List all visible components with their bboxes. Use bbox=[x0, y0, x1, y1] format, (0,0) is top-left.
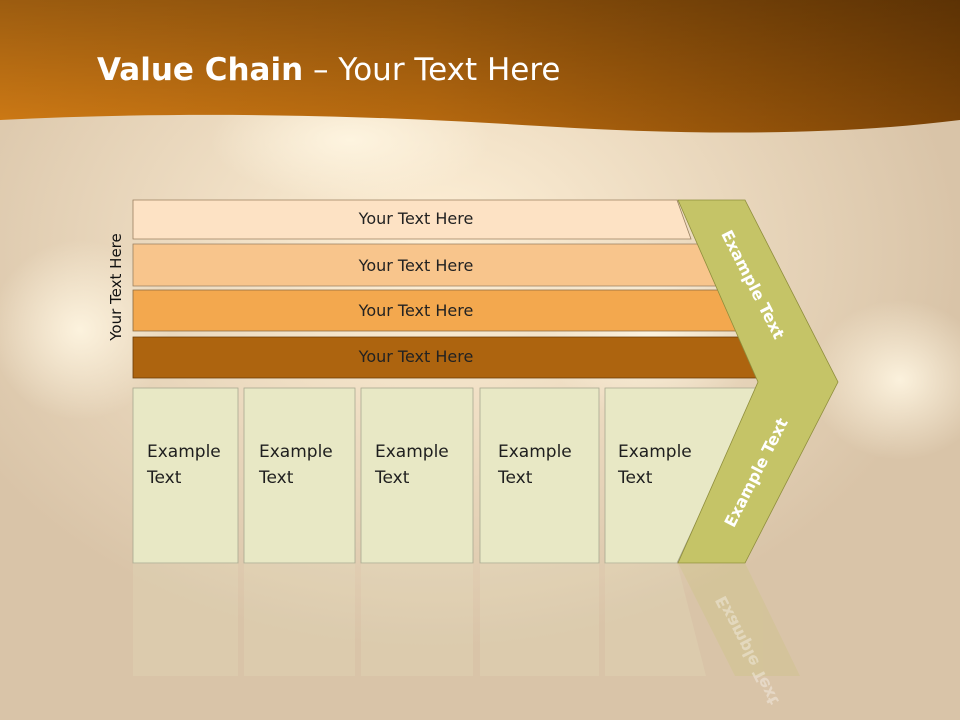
column-4-line-1: Example bbox=[498, 442, 572, 462]
column-5-line-1: Example bbox=[618, 442, 692, 462]
column-box-3 bbox=[360, 387, 474, 564]
column-2-line-1: Example bbox=[259, 442, 333, 462]
bokeh-light bbox=[0, 240, 170, 420]
title-rest: – Your Text Here bbox=[303, 52, 561, 88]
bar-2-label: Your Text Here bbox=[358, 256, 474, 275]
chevron-arrow bbox=[677, 199, 839, 564]
reflection-box bbox=[133, 563, 238, 676]
column-2-line-2: Text bbox=[259, 468, 294, 488]
bar-1-label: Your Text Here bbox=[358, 209, 474, 228]
reflection-arrow bbox=[678, 563, 800, 676]
reflection-box bbox=[480, 563, 599, 676]
column-5-line-2: Text bbox=[618, 468, 653, 488]
column-box-4 bbox=[479, 387, 600, 564]
column-3-line-1: Example bbox=[375, 442, 449, 462]
title-bold: Value Chain bbox=[97, 52, 304, 88]
column-1-line-2: Text bbox=[147, 468, 182, 488]
column-3-line-2: Text bbox=[375, 468, 410, 488]
bar-4-label: Your Text Here bbox=[358, 347, 474, 366]
column-box-5 bbox=[604, 387, 760, 564]
reflection-box bbox=[244, 563, 355, 676]
diagram-reflection bbox=[133, 563, 800, 676]
value-chain-diagram bbox=[132, 199, 839, 564]
slide-title: Value Chain – Your Text Here bbox=[97, 52, 560, 88]
reflection-box bbox=[605, 563, 706, 676]
bokeh-light bbox=[810, 300, 960, 460]
column-box-2 bbox=[243, 387, 356, 564]
header-shade bbox=[0, 0, 960, 133]
bar-1 bbox=[132, 199, 692, 240]
column-1-line-1: Example bbox=[147, 442, 221, 462]
bar-3-label: Your Text Here bbox=[358, 301, 474, 320]
column-box-1 bbox=[132, 387, 239, 564]
reflection-box bbox=[361, 563, 473, 676]
side-label: Your Text Here bbox=[107, 233, 125, 341]
column-4-line-2: Text bbox=[498, 468, 533, 488]
